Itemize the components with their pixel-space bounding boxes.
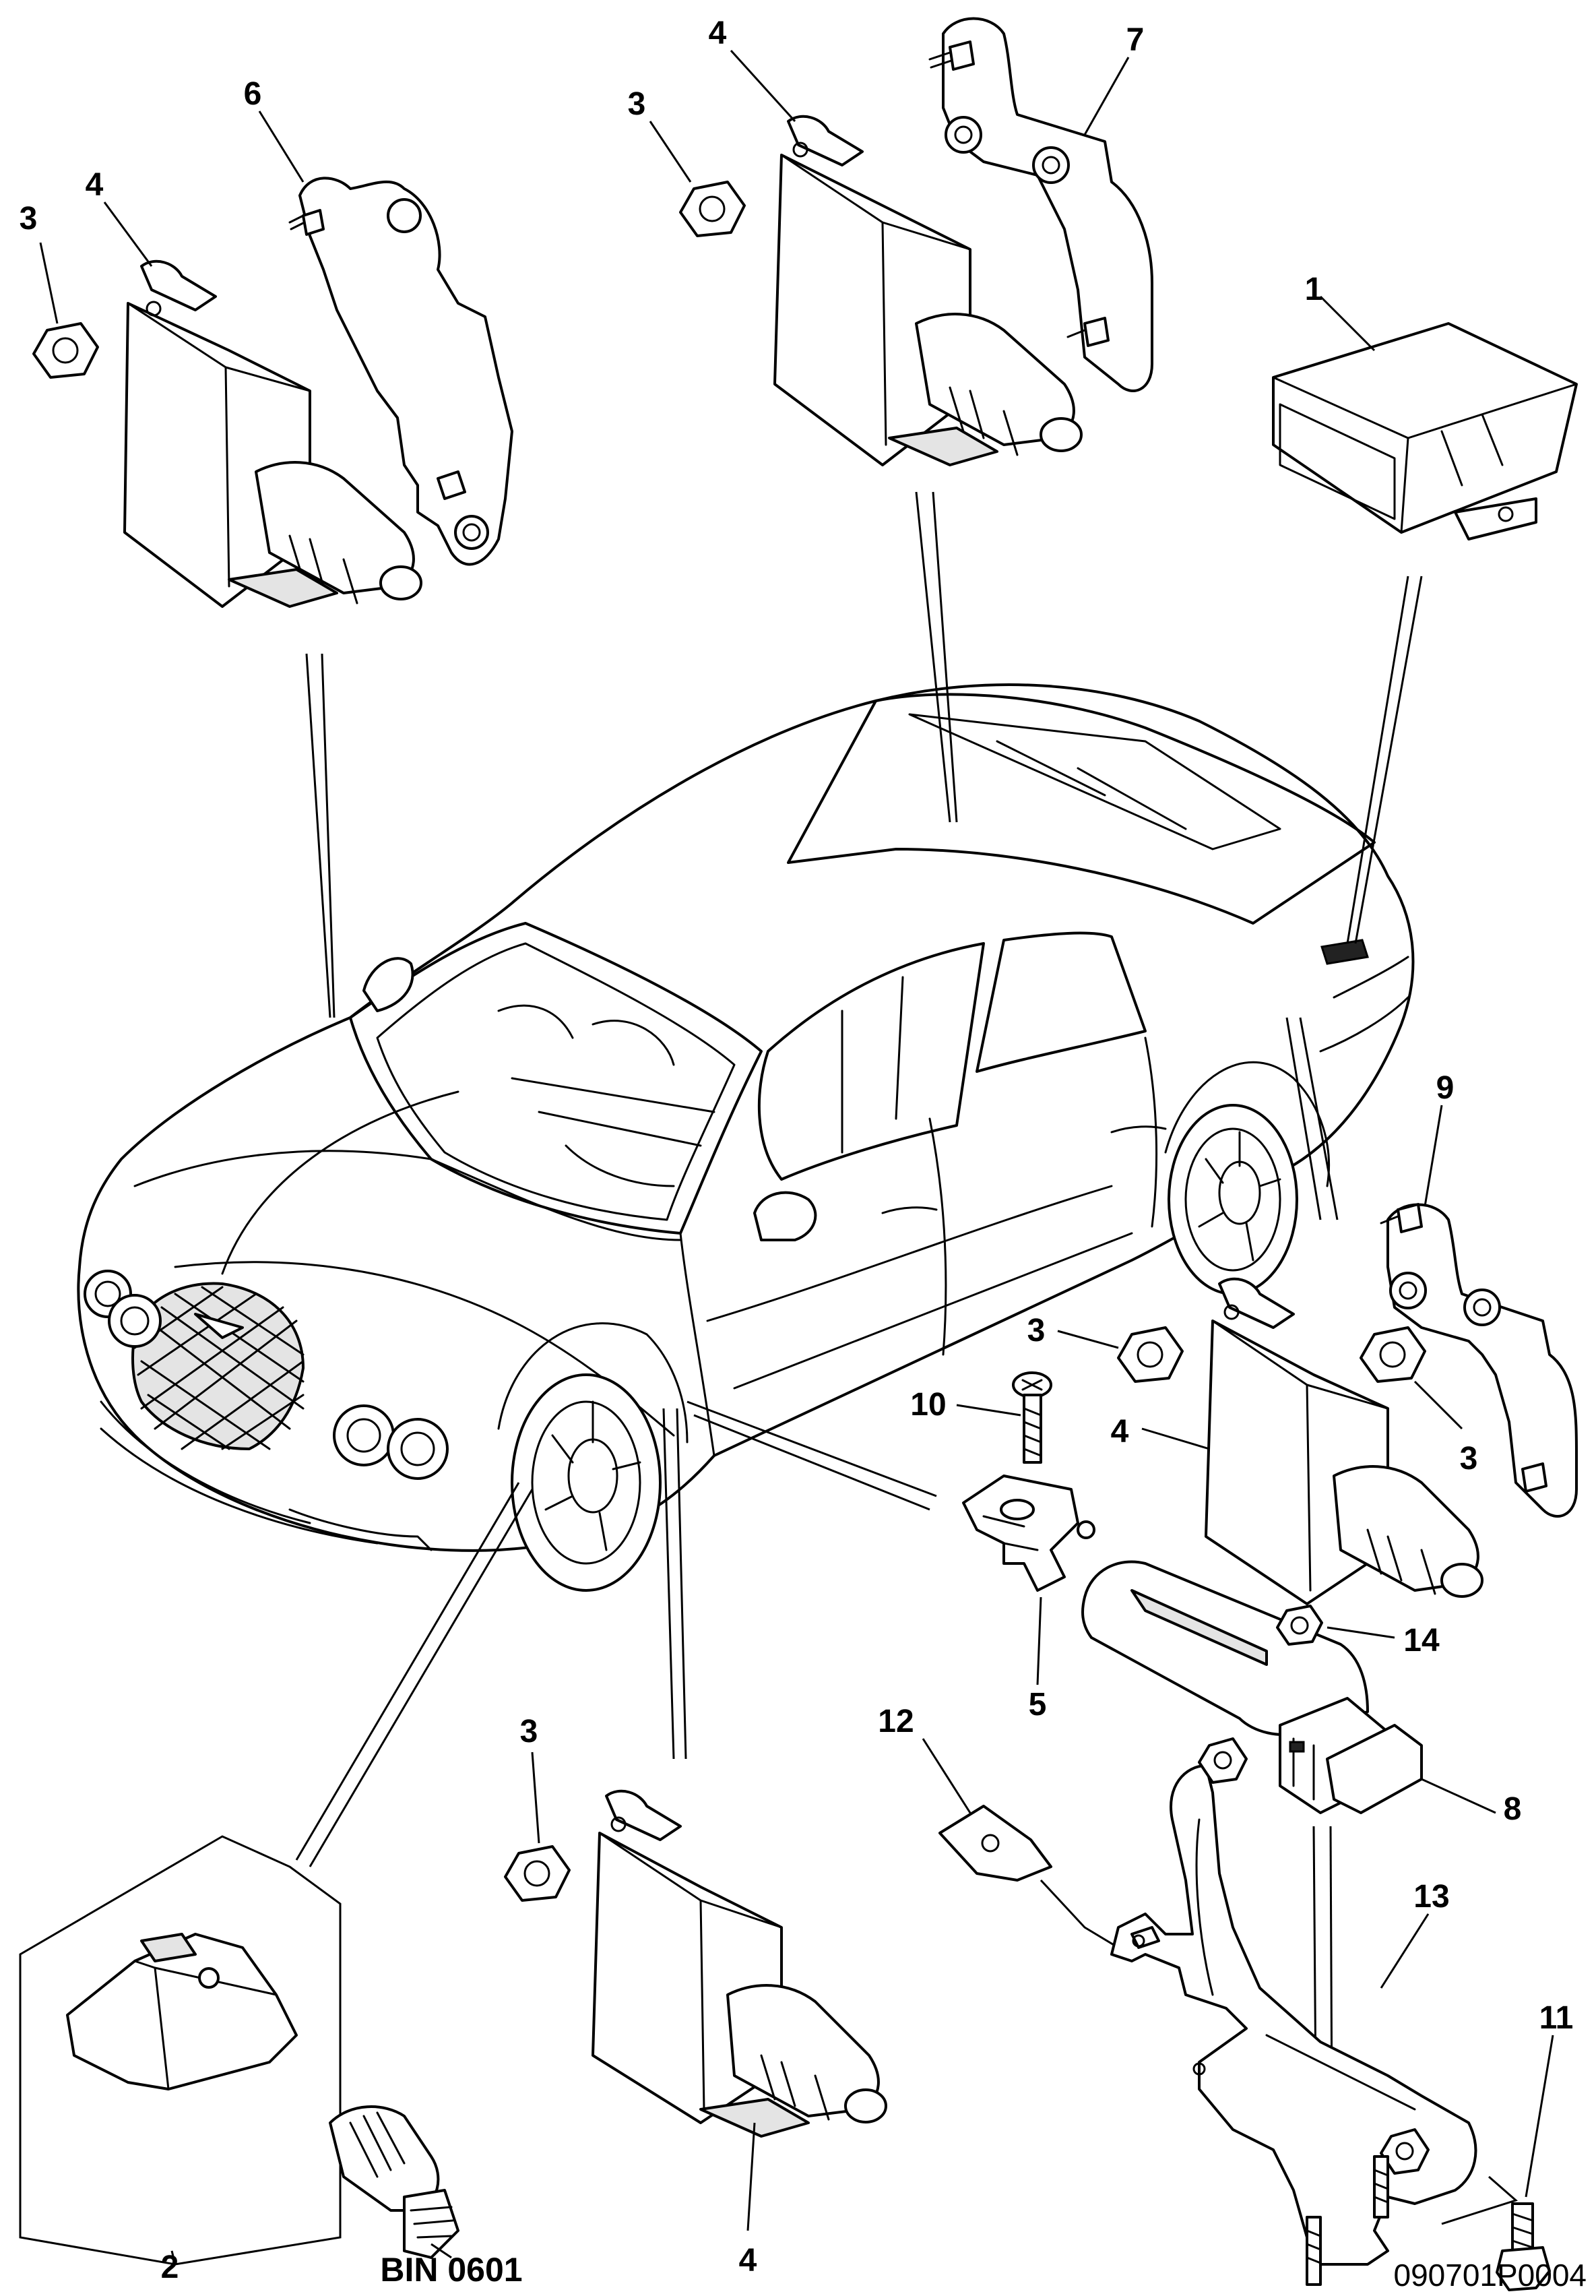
bolt-part-11 bbox=[1496, 2202, 1551, 2291]
nut-part-14 bbox=[1276, 1605, 1323, 1646]
nut-top-center bbox=[679, 181, 746, 237]
document-id: 090701P0004 bbox=[1393, 2258, 1587, 2293]
callout-13: 13 bbox=[1413, 1879, 1449, 1915]
callout-3-top-center: 3 bbox=[628, 86, 646, 122]
callout-10: 10 bbox=[910, 1387, 946, 1423]
callout-labels: 1 2 3 3 3 3 3 4 4 4 4 5 6 7 8 9 10 11 12… bbox=[20, 15, 1587, 2293]
callout-6: 6 bbox=[244, 76, 262, 112]
callout-leaders bbox=[39, 49, 1554, 2265]
receiver-part-8 bbox=[1081, 1560, 1423, 1814]
control-module-part-1 bbox=[1272, 322, 1578, 540]
callout-9: 9 bbox=[1436, 1070, 1455, 1106]
vehicle-outline bbox=[77, 683, 1415, 1592]
callout-5: 5 bbox=[1029, 1687, 1047, 1723]
callout-12: 12 bbox=[878, 1704, 914, 1739]
tyre-valve-sensor-part-2 bbox=[66, 1933, 459, 2259]
clip-part-5 bbox=[962, 1475, 1095, 1592]
bracket-part-6 bbox=[288, 177, 513, 566]
leader-lines bbox=[19, 491, 1518, 2266]
pressure-sensor-bottom bbox=[592, 1789, 887, 2138]
pressure-sensor-top-center bbox=[773, 115, 1083, 466]
callout-3-top-left: 3 bbox=[20, 201, 38, 237]
callout-1: 1 bbox=[1305, 272, 1323, 307]
callout-7: 7 bbox=[1126, 22, 1145, 58]
callout-11: 11 bbox=[1539, 2000, 1574, 2036]
callout-4-bottom: 4 bbox=[739, 2243, 757, 2278]
nut-right-b bbox=[1360, 1326, 1426, 1383]
callout-14: 14 bbox=[1403, 1623, 1440, 1658]
bracket-part-7 bbox=[928, 17, 1153, 392]
clip-part-12 bbox=[938, 1805, 1052, 1882]
callout-4-top-left: 4 bbox=[86, 167, 104, 203]
callout-4-top-center: 4 bbox=[709, 15, 727, 51]
nut-right-a bbox=[1117, 1326, 1184, 1383]
callout-3-bottom: 3 bbox=[520, 1714, 538, 1749]
pressure-sensor-right bbox=[1205, 1277, 1483, 1605]
reference-bin-label: BIN 0601 bbox=[380, 2251, 522, 2289]
screw-part-10 bbox=[1012, 1371, 1052, 1464]
callout-4-right: 4 bbox=[1111, 1414, 1129, 1450]
nut-top-left bbox=[32, 322, 99, 379]
callout-3-right-b: 3 bbox=[1460, 1441, 1478, 1477]
bracket-part-13 bbox=[1110, 1737, 1477, 2286]
pressure-sensor-top-left bbox=[123, 259, 422, 608]
nut-bottom bbox=[504, 1845, 571, 1902]
bracket-part-9 bbox=[1380, 1203, 1578, 1518]
callout-2: 2 bbox=[161, 2250, 179, 2285]
callout-3-right-a: 3 bbox=[1027, 1313, 1046, 1348]
callout-8: 8 bbox=[1504, 1791, 1522, 1827]
